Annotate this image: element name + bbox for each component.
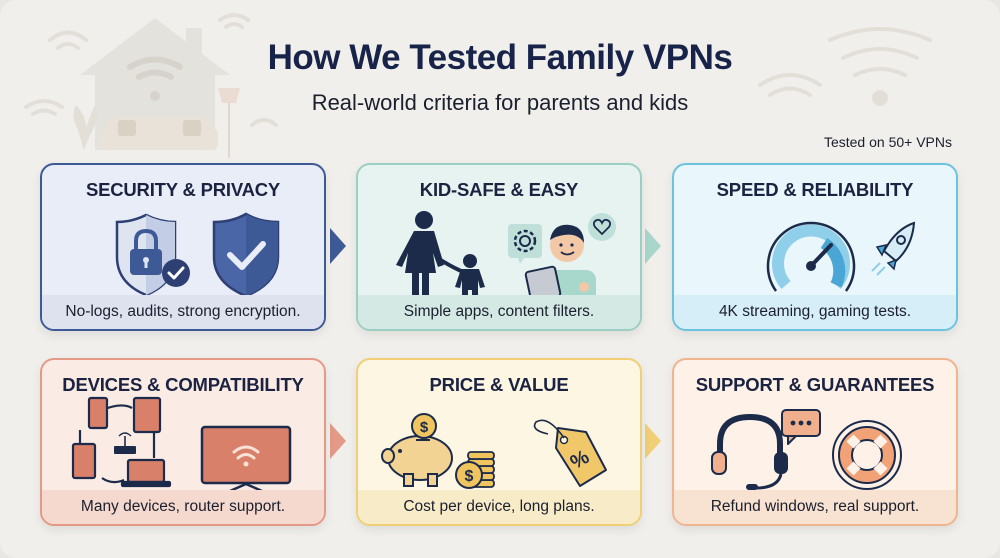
page-title: How We Tested Family VPNs	[267, 38, 733, 77]
arrow-icon	[330, 228, 346, 264]
card-title: DEVICES & COMPATIBILITY	[62, 374, 304, 395]
heart-icon	[588, 213, 616, 241]
background-home-wifi-illustration	[24, 13, 932, 158]
router-icon	[114, 432, 136, 454]
svg-text:$: $	[465, 468, 474, 485]
coins-icon: $ $	[411, 413, 495, 489]
card-title: PRICE & VALUE	[429, 374, 569, 395]
piggy-bank-icon	[381, 435, 453, 487]
card-title: SUPPORT & GUARANTEES	[695, 374, 935, 395]
devices-network-icon	[71, 396, 172, 488]
card-caption: Cost per device, long plans.	[358, 490, 640, 524]
chat-bubble-icon	[781, 409, 821, 445]
shield-check-icon	[212, 212, 280, 298]
speedometer-icon	[766, 221, 856, 292]
rocket-icon	[871, 221, 916, 276]
shield-lock-icon	[115, 213, 190, 297]
card-caption: Many devices, router support.	[42, 490, 324, 524]
lifebuoy-icon	[832, 420, 902, 490]
headset-icon	[711, 413, 788, 490]
svg-text:$: $	[420, 419, 429, 436]
arrow-icon	[330, 423, 346, 459]
arrow-icon	[645, 228, 661, 264]
card-devices-compatibility: DEVICES & COMPATIBILITY Many devices, ro…	[40, 358, 326, 526]
page-subtitle: Real-world criteria for parents and kids	[311, 90, 689, 115]
card-title: KID-SAFE & EASY	[419, 179, 579, 200]
card-security-privacy: SECURITY & PRIVACY No-logs, audits, stro…	[40, 163, 326, 331]
card-caption: No-logs, audits, strong encryption.	[42, 295, 324, 329]
card-title: SPEED & RELIABILITY	[716, 179, 914, 200]
tested-count-label: Tested on 50+ VPNs	[823, 134, 952, 150]
card-speed-reliability: SPEED & RELIABILITY 4K streaming, gaming…	[672, 163, 958, 331]
card-price-value: $ $ % PRICE & VALUE Cost per device, lon…	[356, 358, 642, 526]
gear-icon	[508, 224, 542, 264]
card-title: SECURITY & PRIVACY	[85, 179, 281, 200]
parent-child-icon	[396, 211, 485, 303]
card-kid-safe-easy: KID-SAFE & EASY Simple apps, content fil…	[356, 163, 642, 331]
discount-tag-icon: %	[533, 419, 607, 487]
smart-tv-wifi-icon	[200, 425, 292, 493]
card-caption: Simple apps, content filters.	[358, 295, 640, 329]
arrow-icon	[645, 423, 661, 459]
card-support-guarantees: SUPPORT & GUARANTEES Refund windows, rea…	[672, 358, 958, 526]
card-caption: Refund windows, real support.	[674, 490, 956, 524]
card-caption: 4K streaming, gaming tests.	[674, 295, 956, 329]
